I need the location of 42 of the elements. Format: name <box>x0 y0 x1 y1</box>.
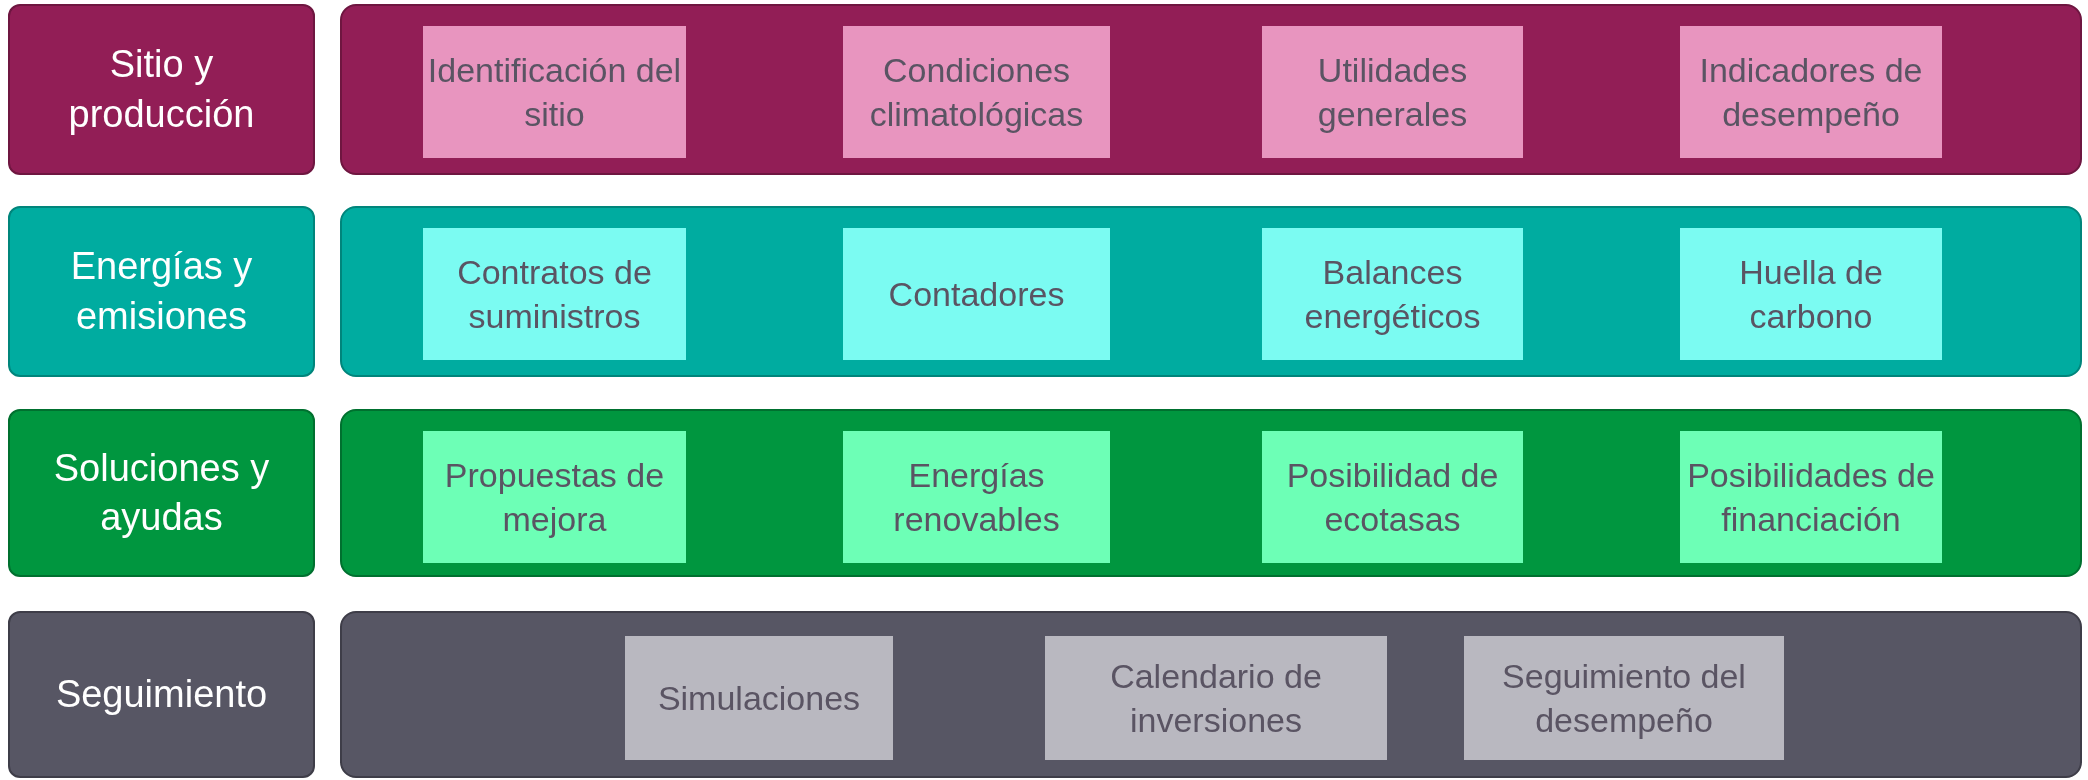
item-box <box>1045 636 1387 760</box>
band-panel <box>340 611 2082 778</box>
item-box <box>1262 431 1523 563</box>
box-text: Contadores <box>888 273 1065 315</box>
category-box <box>8 206 315 377</box>
box-text: Posibilidades de financiación <box>1686 454 1936 540</box>
item-box <box>843 228 1110 360</box>
item-box <box>1464 636 1784 760</box>
box-text: Condiciones climatológicas <box>868 49 1085 135</box>
item-box <box>1262 26 1523 158</box>
item-box <box>1262 228 1523 360</box>
item-box <box>423 228 686 360</box>
band-panel <box>340 409 2082 577</box>
category-box <box>8 611 315 778</box>
item-box <box>1680 26 1942 158</box>
item-box <box>423 431 686 563</box>
box-text: Balances energéticos <box>1303 251 1482 337</box>
item-box <box>843 26 1110 158</box>
box-text: Calendario de inversiones <box>1109 655 1323 741</box>
category-box <box>8 4 315 175</box>
box-text: Simulaciones <box>657 677 861 719</box>
band-panel <box>340 206 2082 377</box>
item-box <box>625 636 893 760</box>
item-box <box>1680 228 1942 360</box>
box-text: Identificación del sitio <box>426 49 683 135</box>
box-text: Seguimiento <box>55 671 268 717</box>
box-text: Energías renovables <box>892 454 1061 540</box>
box-text: Soluciones y ayudas <box>52 445 271 540</box>
box-text: Posibilidad de ecotasas <box>1285 454 1500 540</box>
box-text: Sitio y producción <box>67 42 256 137</box>
box-text: Seguimiento del desempeño <box>1501 655 1747 741</box>
box-text: Huella de carbono <box>1738 251 1884 337</box>
box-text: Contratos de suministros <box>456 251 653 337</box>
band-panel <box>340 4 2082 175</box>
box-text: Propuestas de mejora <box>443 454 666 540</box>
item-box <box>1680 431 1942 563</box>
box-text: Energías y emisiones <box>69 244 254 339</box>
category-box <box>8 409 315 577</box>
box-text: Indicadores de desempeño <box>1698 49 1924 135</box>
item-box <box>423 26 686 158</box>
item-box <box>843 431 1110 563</box>
box-text: Utilidades generales <box>1316 49 1469 135</box>
